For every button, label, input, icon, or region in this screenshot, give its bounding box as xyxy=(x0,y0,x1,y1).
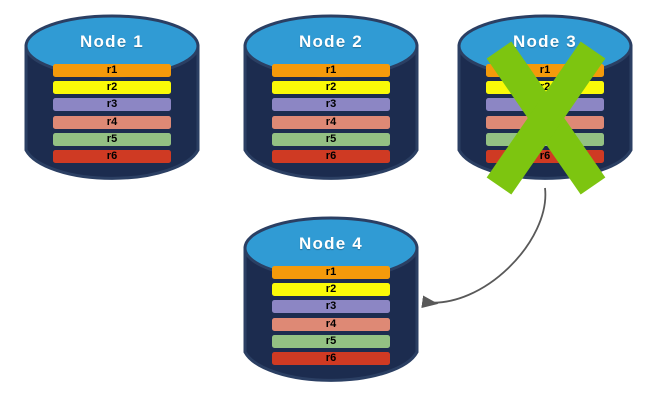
row-bar-r3[interactable]: r3 xyxy=(53,98,171,112)
node-rows-2: r1 r2 r3 r4 r5 r6 xyxy=(243,10,419,188)
row-bar-r2[interactable]: r2 xyxy=(272,81,390,95)
row-label: r5 xyxy=(325,132,337,145)
row-label: r6 xyxy=(325,352,337,364)
row-label: r1 xyxy=(539,64,551,76)
row-bar-r2[interactable]: r2 xyxy=(272,283,390,297)
row-bar-r1[interactable]: r1 xyxy=(272,266,390,279)
row-bar-r2[interactable]: r2 xyxy=(486,81,604,95)
row-bar-r6[interactable]: r6 xyxy=(272,352,390,365)
row-bar-r5[interactable]: r5 xyxy=(272,132,390,146)
row-label: r1 xyxy=(325,64,337,76)
row-label: r4 xyxy=(539,115,551,128)
row-bar-r5[interactable]: r5 xyxy=(53,132,171,146)
row-label: r6 xyxy=(325,150,337,162)
row-bar-r6[interactable]: r6 xyxy=(53,150,171,163)
row-label: r1 xyxy=(325,266,337,278)
row-bar-r1[interactable]: r1 xyxy=(486,64,604,77)
row-bar-r3[interactable]: r3 xyxy=(486,98,604,112)
row-label: r5 xyxy=(325,334,337,347)
row-bar-r1[interactable]: r1 xyxy=(53,64,171,77)
row-label: r6 xyxy=(539,150,551,162)
row-label: r2 xyxy=(106,81,118,94)
row-label: r2 xyxy=(325,283,337,296)
row-bar-r2[interactable]: r2 xyxy=(53,81,171,95)
row-label: r2 xyxy=(325,81,337,94)
row-bar-r4[interactable]: r4 xyxy=(53,115,171,129)
row-bar-r6[interactable]: r6 xyxy=(486,150,604,163)
row-bar-r4[interactable]: r4 xyxy=(272,317,390,331)
node-rows-3: r1 r2 r3 r4 r5 r6 xyxy=(457,10,633,188)
row-label: r3 xyxy=(539,98,551,111)
row-bar-r5[interactable]: r5 xyxy=(486,132,604,146)
row-label: r4 xyxy=(325,317,337,330)
row-label: r4 xyxy=(106,115,118,128)
row-label: r3 xyxy=(325,300,337,313)
row-label: r6 xyxy=(106,150,118,162)
row-label: r5 xyxy=(106,132,118,145)
node-rows-1: r1 r2 r3 r4 r5 r6 xyxy=(24,10,200,188)
row-bar-r3[interactable]: r3 xyxy=(272,98,390,112)
row-label: r3 xyxy=(325,98,337,111)
row-bar-r6[interactable]: r6 xyxy=(272,150,390,163)
row-label: r4 xyxy=(325,115,337,128)
row-bar-r4[interactable]: r4 xyxy=(486,115,604,129)
row-bar-r1[interactable]: r1 xyxy=(272,64,390,77)
row-label: r1 xyxy=(106,64,118,76)
row-label: r3 xyxy=(106,98,118,111)
row-label: r2 xyxy=(539,81,551,94)
row-label: r5 xyxy=(539,132,551,145)
node-rows-4: r1 r2 r3 r4 r5 r6 xyxy=(243,212,419,390)
row-bar-r3[interactable]: r3 xyxy=(272,300,390,314)
row-bar-r5[interactable]: r5 xyxy=(272,334,390,348)
row-bar-r4[interactable]: r4 xyxy=(272,115,390,129)
